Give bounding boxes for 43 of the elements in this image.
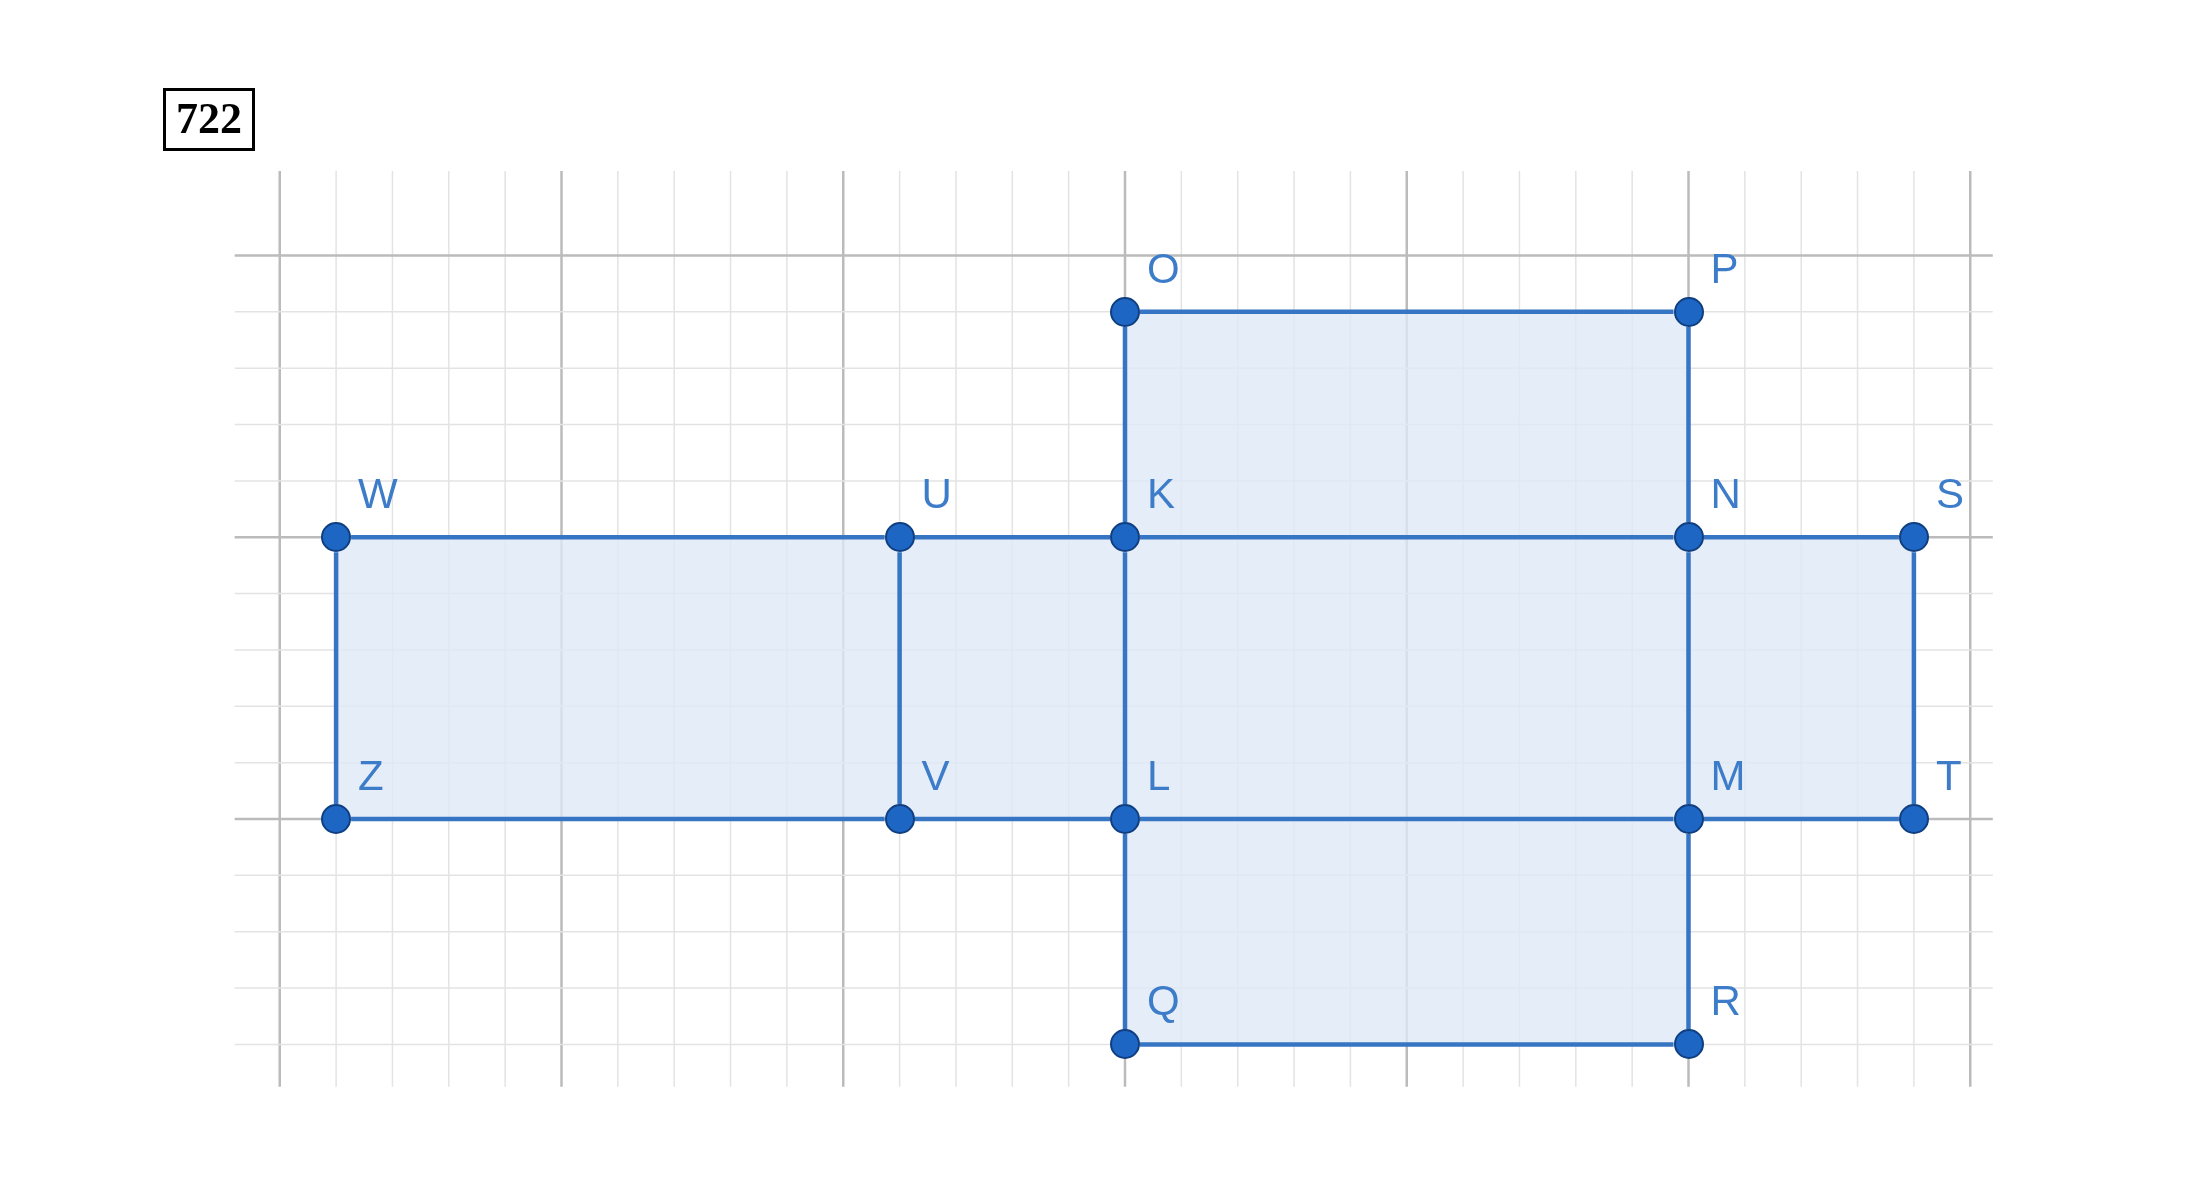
segment-line <box>1122 552 1128 804</box>
point-label: R <box>1710 980 1741 1023</box>
problem-number: 722 <box>163 88 255 151</box>
segment-line <box>914 816 1110 822</box>
segment-line <box>1911 552 1917 804</box>
point-label: L <box>1147 755 1171 797</box>
point-dot <box>1673 296 1704 327</box>
point-dot <box>1673 1029 1704 1060</box>
segment-line <box>351 535 885 540</box>
point-label: Z <box>358 755 384 797</box>
segment-line <box>1140 309 1674 315</box>
point-label: N <box>1710 473 1741 516</box>
point-dot <box>1110 1029 1140 1060</box>
point-label: K <box>1147 473 1175 516</box>
segment-line <box>914 535 1110 540</box>
segment-line <box>1122 834 1128 1030</box>
segment-line <box>1140 816 1674 822</box>
segment-line <box>1122 326 1128 523</box>
segment-line <box>1686 326 1691 523</box>
point-dot <box>1898 804 1929 834</box>
point-label: O <box>1147 247 1180 290</box>
point-label: Q <box>1147 980 1180 1023</box>
point-label: V <box>921 755 950 797</box>
point-label: W <box>358 473 398 516</box>
segment-line <box>897 552 902 804</box>
point-label: U <box>921 473 952 516</box>
point-dot <box>1110 296 1140 327</box>
point-dot <box>1898 522 1929 553</box>
point-dot <box>884 522 915 553</box>
segment-line <box>1703 535 1899 540</box>
segment-line <box>351 816 885 822</box>
point-dot <box>321 804 352 834</box>
point-label: M <box>1710 755 1746 797</box>
segment-line <box>1686 552 1691 804</box>
point-label: T <box>1935 755 1962 797</box>
segment-line <box>1140 535 1674 540</box>
segment-line <box>1703 816 1899 822</box>
point-dot <box>321 522 352 553</box>
segment-line <box>1140 1042 1674 1047</box>
point-label: P <box>1710 247 1739 290</box>
segment-line <box>333 552 339 804</box>
point-label: S <box>1935 473 1964 516</box>
segment-line <box>1686 834 1691 1030</box>
